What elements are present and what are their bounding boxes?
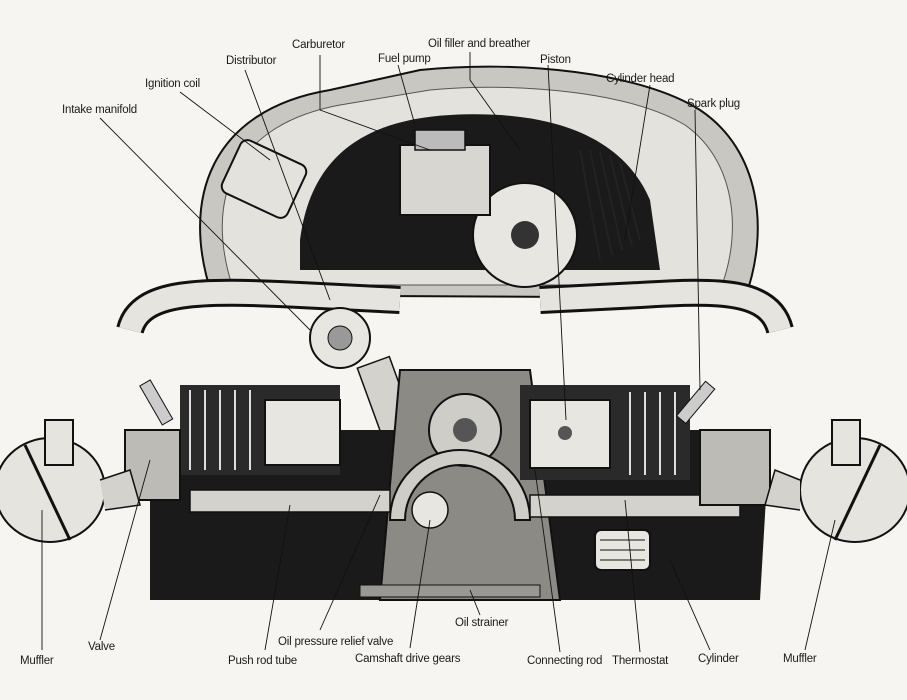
- label-thermostat: Thermostat: [612, 655, 669, 667]
- left-muffler: [0, 419, 141, 543]
- heater-pipes: [116, 278, 794, 335]
- label-oil-filler-and-breather: Oil filler and breather: [428, 38, 531, 50]
- label-ignition-coil: Ignition coil: [145, 78, 200, 90]
- label-intake-manifold: Intake manifold: [62, 104, 137, 116]
- label-valve: Valve: [88, 641, 115, 653]
- right-cylinder: [520, 385, 690, 480]
- right-muffler: [764, 419, 907, 543]
- thermostat-part: [594, 529, 651, 571]
- cooling-fan: [472, 149, 641, 288]
- crankshaft-area: [428, 393, 502, 467]
- label-fuel-pump: Fuel pump: [378, 53, 431, 65]
- label-cylinder-head: Cylinder head: [606, 73, 675, 85]
- ignition-coil-part: [220, 139, 308, 219]
- label-piston: Piston: [540, 54, 571, 66]
- label-carburetor: Carburetor: [292, 39, 345, 51]
- left-cylinder: [180, 385, 341, 475]
- label-distributor: Distributor: [226, 55, 277, 67]
- label-cylinder: Cylinder: [698, 653, 739, 665]
- spark-plugs: [139, 379, 716, 426]
- label-oil-pressure-relief-valve: Oil pressure relief valve: [278, 636, 394, 648]
- label-camshaft-drive-gears: Camshaft drive gears: [355, 653, 461, 665]
- label-push-rod-tube: Push rod tube: [228, 655, 298, 667]
- leader-lines: [41, 52, 836, 653]
- label-oil-strainer: Oil strainer: [455, 617, 509, 629]
- label-connecting-rod: Connecting rod: [527, 655, 603, 667]
- label-spark-plug: Spark plug: [687, 98, 740, 110]
- label-muffler-left: Muffler: [20, 655, 54, 667]
- label-muffler-right: Muffler: [783, 653, 817, 665]
- camshaft-gear: [388, 449, 532, 529]
- oil-strainer-part: [359, 584, 541, 598]
- carburetor-part: [399, 129, 491, 216]
